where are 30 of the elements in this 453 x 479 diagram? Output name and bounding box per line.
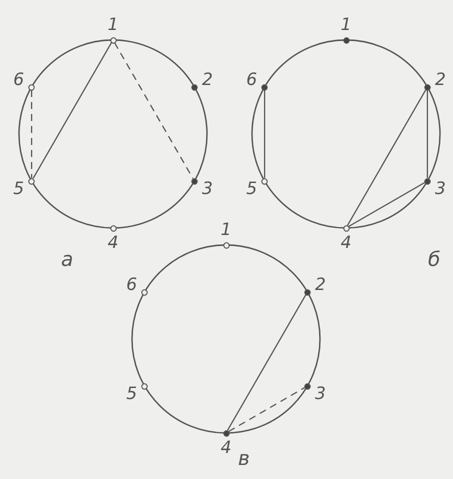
point-number: 4: [220, 439, 232, 457]
point-number: 3: [314, 384, 327, 402]
chord-line: [32, 42, 112, 179]
point-number: 5: [12, 180, 26, 198]
dashed-chord: [31, 90, 32, 178]
panel-letter: в: [238, 447, 250, 469]
point-number: 4: [106, 234, 120, 252]
point-number: 3: [200, 180, 214, 198]
point-number: 6: [125, 276, 138, 294]
point-number: 1: [106, 16, 120, 34]
point-number: 1: [220, 221, 232, 239]
dashed-chord: [114, 42, 194, 179]
chord-line: [346, 89, 426, 226]
point-number: 3: [434, 180, 447, 198]
point-number: 6: [12, 70, 26, 88]
chord-line: [426, 90, 428, 178]
point-number: 2: [200, 70, 214, 88]
point-number: 1: [340, 16, 352, 34]
point-number: 2: [314, 276, 327, 294]
point-number: 2: [434, 70, 447, 88]
chord-line: [226, 294, 306, 431]
panel-letter: а: [61, 248, 74, 270]
point-number: 5: [245, 180, 258, 198]
panel-letter: б: [428, 248, 440, 270]
dashed-chord: [228, 386, 306, 432]
chord-line: [264, 90, 266, 178]
point-number: 6: [245, 70, 258, 88]
point-number: 4: [340, 234, 352, 252]
chord-line: [348, 182, 426, 228]
point-number: 5: [125, 384, 138, 402]
